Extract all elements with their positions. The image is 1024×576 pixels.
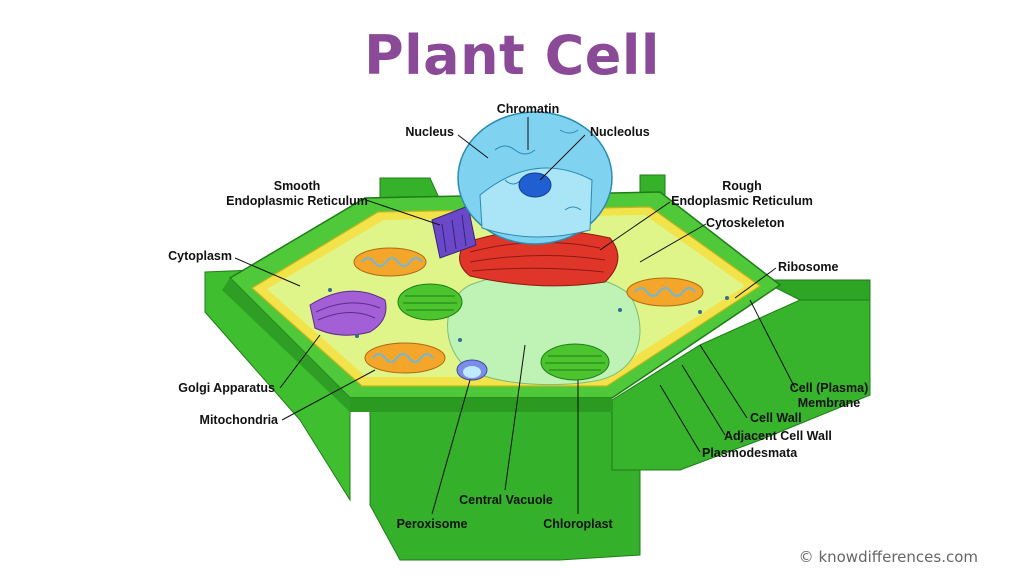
nucleolus [518,172,552,198]
label-cytoplasm: Cytoplasm [168,249,232,263]
label-nucleus: Nucleus [405,125,454,139]
label-cytoskeleton: Cytoskeleton [706,216,785,230]
label-adjacent-cell-wall: Adjacent Cell Wall [724,429,832,443]
label-mitochondria: Mitochondria [200,413,280,427]
label-smooth-er-line1: Smooth [274,179,321,193]
smooth-endoplasmic-reticulum [431,205,477,259]
label-peroxisome: Peroxisome [397,517,468,531]
adjacent-cell-wall [204,174,871,561]
label-rough-er-line2: Endoplasmic Reticulum [671,194,813,208]
label-ribosome: Ribosome [778,260,838,274]
label-cell-membrane-line1: Cell (Plasma) [790,381,869,395]
copyright-notice: © knowdifferences.com [798,548,978,566]
label-plasmodesmata: Plasmodesmata [702,446,798,460]
mitochondria [353,247,704,374]
ribosomes [328,288,729,342]
label-chromatin: Chromatin [497,102,560,116]
page-title: Plant Cell [364,24,660,87]
golgi-apparatus [309,290,387,336]
label-nucleolus: Nucleolus [590,125,650,139]
label-smooth-er-line2: Endoplasmic Reticulum [226,194,368,208]
label-golgi-apparatus: Golgi Apparatus [178,381,275,395]
label-cell-membrane-line2: Membrane [798,396,861,410]
chloroplast [397,283,610,381]
label-rough-er-line1: Rough [722,179,762,193]
label-central-vacuole: Central Vacuole [459,493,553,507]
leader-lines [234,117,796,515]
peroxisome [456,359,488,381]
label-chloroplast: Chloroplast [543,517,613,531]
label-cell-wall: Cell Wall [750,411,802,425]
